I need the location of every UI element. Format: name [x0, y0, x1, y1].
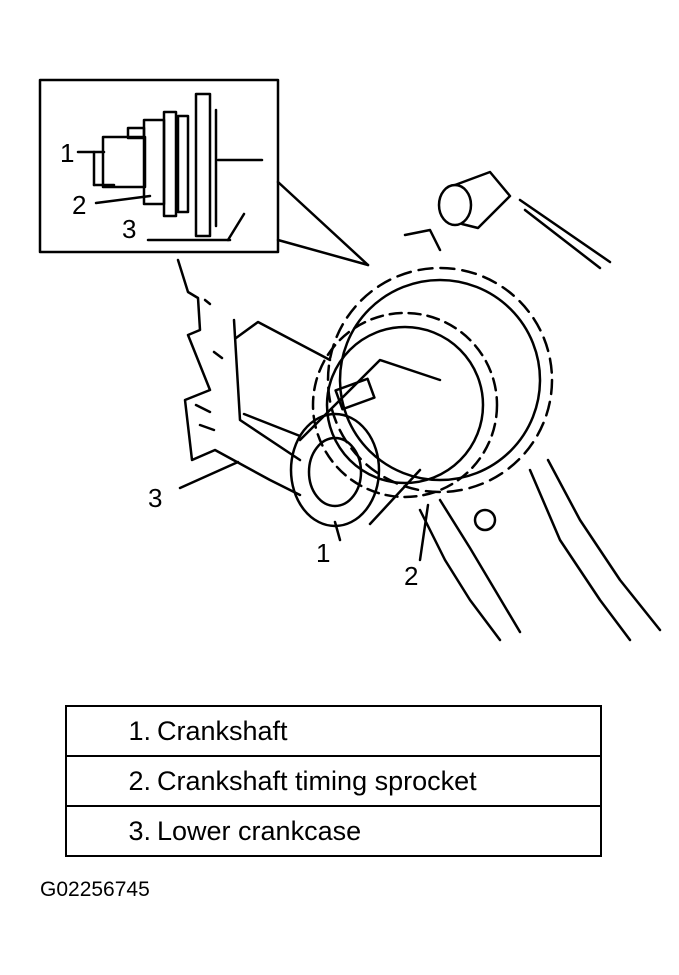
legend-number: 1. — [128, 715, 151, 746]
tensioner-plunger — [403, 170, 612, 270]
figure-id: G02256745 — [40, 878, 150, 901]
legend-label: Crankshaft — [157, 715, 288, 746]
crankshaft-nose — [289, 358, 442, 528]
main-callout-2: 2 — [404, 561, 419, 591]
inset-detail-box — [38, 78, 370, 267]
main-callout-1: 1 — [316, 538, 331, 568]
inset-callout-3: 3 — [122, 214, 137, 244]
legend-number: 3. — [128, 815, 151, 846]
crankshaft-timing-sprocket — [311, 311, 499, 499]
legend-row: 3. Lower crankcase — [67, 807, 600, 857]
inset-callout-1: 1 — [60, 138, 75, 168]
main-callout-3: 3 — [148, 483, 163, 513]
legend-row: 2. Crankshaft timing sprocket — [67, 757, 600, 807]
outer-sprocket — [326, 266, 554, 494]
inset-callout-2: 2 — [72, 190, 87, 220]
legend-label: Crankshaft timing sprocket — [157, 765, 477, 796]
legend-row: 1. Crankshaft — [67, 707, 600, 757]
legend-number: 2. — [128, 765, 151, 796]
crankshaft-sprocket-illustration — [38, 78, 662, 642]
legend-table: 1. Crankshaft 2. Crankshaft timing sproc… — [65, 705, 602, 857]
timing-chain — [418, 458, 662, 642]
lower-crankcase-outline — [176, 258, 332, 497]
legend-label: Lower crankcase — [157, 815, 362, 846]
